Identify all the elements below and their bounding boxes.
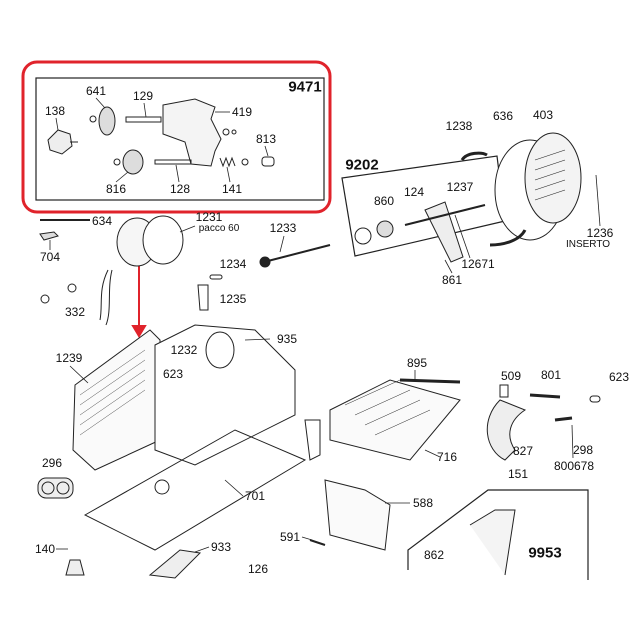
part-588-guard xyxy=(324,479,391,551)
part-141-spring xyxy=(219,156,249,168)
part-label: 1233 xyxy=(269,221,297,235)
group-label-9202: 9202 xyxy=(345,156,379,174)
group-label-9953: 9953 xyxy=(528,544,562,562)
group-box-9953 xyxy=(407,489,589,580)
part-403-guard xyxy=(524,132,582,224)
part-label: 296 xyxy=(41,456,63,470)
part-label: 332 xyxy=(64,305,86,319)
part-label: 124 xyxy=(403,185,425,199)
part-label: 636 xyxy=(492,109,514,123)
part-label: 1231 xyxy=(195,210,223,224)
part-138-knob xyxy=(47,129,78,155)
highlight-box-9471 xyxy=(21,60,332,214)
part-label: 140 xyxy=(34,542,56,556)
part-716-carriage xyxy=(304,379,461,461)
part-129-shaft xyxy=(125,116,162,123)
part-816-gear xyxy=(113,149,144,175)
part-label: 816 xyxy=(105,182,127,196)
part-label: 827 xyxy=(512,444,534,458)
part-label: 716 xyxy=(436,450,458,464)
part-801-handle xyxy=(486,384,601,461)
part-label: 1235 xyxy=(219,292,247,306)
part-label: 129 xyxy=(132,89,154,103)
part-label: 128 xyxy=(169,182,191,196)
part-641-gear xyxy=(89,106,116,136)
part-label: 1238 xyxy=(445,119,473,133)
part-label: 860 xyxy=(373,194,395,208)
part-label: 704 xyxy=(39,250,61,264)
part-1231-motor xyxy=(99,215,184,326)
part-label: 895 xyxy=(406,356,428,370)
part-label: 1232 xyxy=(170,343,198,357)
part-label: 801 xyxy=(540,368,562,382)
part-note: INSERTO xyxy=(565,239,611,250)
part-label: 588 xyxy=(412,496,434,510)
part-label: 1236 xyxy=(586,226,614,240)
part-296-switch xyxy=(37,477,74,499)
part-701-base xyxy=(83,429,307,551)
part-861-arm xyxy=(404,201,486,263)
part-label: 641 xyxy=(85,84,107,98)
part-label: 138 xyxy=(44,104,66,118)
part-label: 298 xyxy=(572,443,594,457)
part-140-foot xyxy=(65,559,85,576)
part-label: 1234 xyxy=(219,257,247,271)
part-933-tray xyxy=(148,549,202,579)
part-label: 935 xyxy=(276,332,298,346)
part-label: 126 xyxy=(247,562,269,576)
part-label: 151 xyxy=(507,467,529,481)
part-label: 800678 xyxy=(553,459,595,473)
part-label: 509 xyxy=(500,369,522,383)
part-label: 1237 xyxy=(446,180,474,194)
part-label: 933 xyxy=(210,540,232,554)
part-label: 12671 xyxy=(461,257,495,271)
part-1239-body xyxy=(72,324,296,495)
part-label: 634 xyxy=(91,214,113,228)
part-label: 1239 xyxy=(55,351,83,365)
part-label: 419 xyxy=(231,105,253,119)
part-813-cap xyxy=(261,156,275,167)
part-label: 813 xyxy=(255,132,277,146)
part-label: 403 xyxy=(532,108,554,122)
group-label-9471: 9471 xyxy=(288,78,322,96)
part-label: 861 xyxy=(441,273,463,287)
part-label: 701 xyxy=(244,489,266,503)
part-label: 623 xyxy=(608,370,630,384)
part-label: 623 xyxy=(162,367,184,381)
part-note: pacco 60 xyxy=(198,223,240,234)
part-128-shaft xyxy=(154,159,192,165)
part-label: 591 xyxy=(279,530,301,544)
part-419-housing xyxy=(162,98,237,167)
part-label: 141 xyxy=(221,182,243,196)
group-box-9471 xyxy=(35,77,325,201)
part-label: 862 xyxy=(423,548,445,562)
